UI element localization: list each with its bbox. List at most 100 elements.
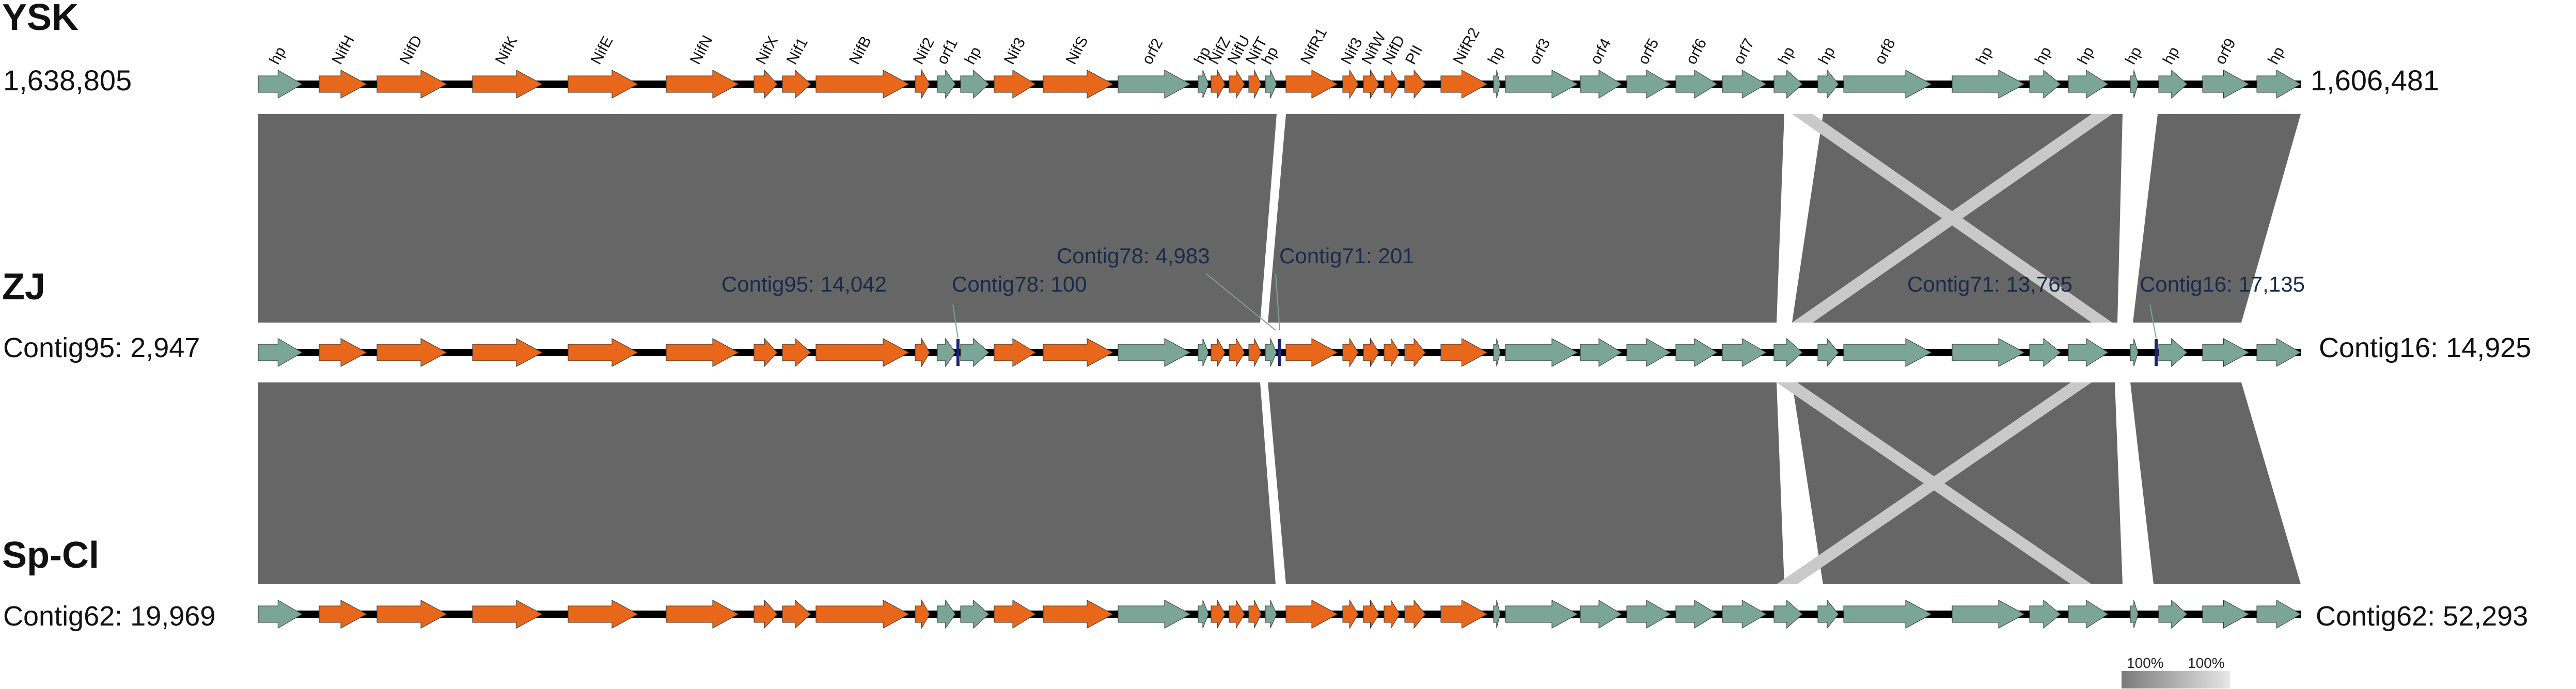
gene-label: NifX bbox=[752, 34, 781, 68]
gene-arrow bbox=[960, 338, 989, 367]
synteny-block bbox=[258, 382, 1276, 584]
gene-label: hp bbox=[2032, 44, 2055, 67]
contig-junction-label: Contig78: 100 bbox=[952, 272, 1087, 296]
gene-arrow bbox=[1675, 70, 1718, 99]
gene-arrow bbox=[1211, 600, 1226, 629]
gap bbox=[2120, 114, 2156, 323]
gene-arrow bbox=[568, 338, 639, 367]
gene-arrow bbox=[666, 338, 740, 367]
gene-arrow bbox=[1285, 600, 1339, 629]
gene-label: hp bbox=[2265, 44, 2288, 67]
gene-arrow bbox=[1505, 338, 1579, 367]
gene-arrow bbox=[2158, 338, 2188, 367]
gene-arrow bbox=[1118, 338, 1191, 367]
gene-arrow bbox=[2130, 70, 2139, 99]
sp-cl-end-coordinate: Contig62: 52,293 bbox=[2316, 601, 2528, 632]
gene-arrow bbox=[1952, 338, 2025, 367]
gene-arrow bbox=[753, 69, 778, 99]
gene-arrow bbox=[1505, 70, 1579, 99]
gene-label: hp bbox=[1775, 44, 1798, 67]
junction-leader-line bbox=[952, 304, 959, 339]
gene-arrow bbox=[994, 338, 1036, 367]
gene-arrow bbox=[960, 69, 989, 99]
gene-arrow bbox=[1626, 338, 1671, 367]
gene-arrow bbox=[2029, 69, 2061, 99]
gene-label: NifR1 bbox=[1297, 25, 1330, 68]
gene-label: orf9 bbox=[2212, 36, 2239, 67]
gene-arrow bbox=[960, 599, 989, 629]
gene-arrow bbox=[1493, 338, 1501, 367]
gene-arrow bbox=[1043, 70, 1114, 99]
gene-label: NifK bbox=[492, 34, 521, 68]
strain-name-sp-cl: Sp-Cl bbox=[2, 535, 99, 576]
gene-arrow bbox=[1843, 70, 1933, 99]
strain-name-ysk: YSK bbox=[2, 0, 78, 38]
gene-arrow bbox=[1440, 600, 1488, 629]
gene-arrow bbox=[1043, 600, 1114, 629]
gene-arrow bbox=[2068, 600, 2109, 629]
gene-arrow bbox=[472, 70, 543, 99]
gene-arrow bbox=[1229, 338, 1245, 367]
gene-arrow bbox=[782, 338, 811, 367]
contig-junction-marker bbox=[1278, 339, 1281, 366]
gene-label: hp bbox=[962, 44, 985, 67]
gene-arrow bbox=[1285, 70, 1339, 99]
gene-arrow bbox=[1580, 600, 1622, 629]
gene-arrow bbox=[1198, 338, 1209, 367]
gene-arrow bbox=[1342, 599, 1359, 629]
gene-arrow bbox=[1118, 70, 1191, 99]
gene-arrow bbox=[1211, 338, 1226, 367]
ysk-end-coordinate: 1,606,481 bbox=[2311, 64, 2439, 97]
gene-arrow bbox=[1440, 338, 1488, 367]
gene-arrow bbox=[2202, 600, 2250, 629]
synteny-block bbox=[2123, 382, 2301, 584]
gene-arrow bbox=[753, 338, 778, 367]
junction-leader-line bbox=[1205, 273, 1276, 331]
gene-arrow bbox=[1493, 70, 1501, 99]
gene-label: NifH bbox=[328, 33, 358, 67]
strain-name-zj: ZJ bbox=[2, 266, 45, 308]
gene-label: orf6 bbox=[1683, 36, 1710, 67]
gene-arrow bbox=[1773, 69, 1803, 99]
gene-arrow bbox=[1248, 338, 1262, 367]
gene-arrow bbox=[1118, 600, 1191, 629]
gene-arrow bbox=[815, 600, 910, 629]
gene-arrow bbox=[2256, 338, 2301, 367]
gene-arrow bbox=[1675, 600, 1718, 629]
gene-arrow bbox=[1363, 338, 1379, 367]
gene-arrow bbox=[915, 599, 930, 629]
ysk-start-coordinate: 1,638,805 bbox=[3, 64, 132, 97]
gene-arrow bbox=[1505, 600, 1579, 629]
gene-label: orf7 bbox=[1730, 36, 1757, 67]
gene-label: hp bbox=[1973, 44, 1996, 67]
gene-label: orf8 bbox=[1872, 36, 1899, 67]
gene-arrow bbox=[2158, 599, 2188, 629]
gene-arrow bbox=[1626, 600, 1671, 629]
gene-arrow bbox=[1248, 600, 1262, 629]
gene-label: NifE bbox=[588, 34, 617, 68]
contig-junction-marker bbox=[956, 339, 960, 366]
gene-arrow bbox=[1817, 599, 1839, 629]
gene-arrow bbox=[1384, 338, 1400, 367]
gene-arrow bbox=[782, 599, 811, 629]
gene-arrow bbox=[1342, 69, 1359, 99]
gene-arrow bbox=[1626, 70, 1671, 99]
gene-arrow bbox=[815, 338, 910, 367]
gene-arrow bbox=[472, 338, 543, 367]
gene-label: orf3 bbox=[1526, 36, 1553, 67]
zj-end-coordinate: Contig16: 14,925 bbox=[2319, 332, 2531, 363]
gene-arrow bbox=[1404, 338, 1426, 367]
gene-arrow bbox=[376, 600, 448, 629]
sp-cl-start-coordinate: Contig62: 19,969 bbox=[3, 601, 215, 632]
gene-arrow bbox=[258, 600, 303, 629]
gene-arrow bbox=[1384, 599, 1400, 629]
gene-arrow bbox=[1342, 338, 1359, 367]
gene-arrow bbox=[666, 600, 740, 629]
gene-arrow bbox=[1843, 600, 1933, 629]
gene-arrow bbox=[1363, 599, 1379, 629]
gene-label: hp bbox=[266, 44, 289, 67]
gene-arrow bbox=[2068, 338, 2109, 367]
gene-arrow bbox=[915, 338, 930, 367]
gene-label: NifS bbox=[1063, 34, 1092, 68]
